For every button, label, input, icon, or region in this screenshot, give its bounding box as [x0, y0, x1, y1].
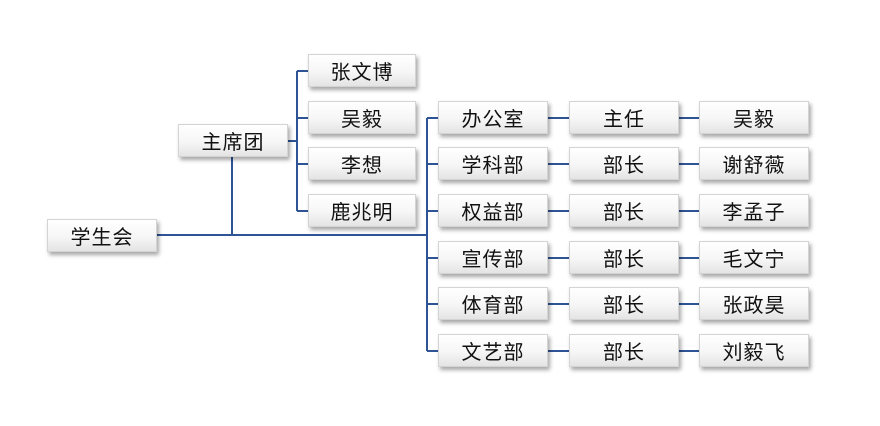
- position-title-node: 主任: [569, 101, 679, 134]
- department-node: 宣传部: [438, 241, 548, 274]
- position-title-node: 部长: [569, 334, 679, 367]
- position-title-node: 部长: [569, 194, 679, 227]
- position-title-node: 部长: [569, 287, 679, 320]
- department-node: 体育部: [438, 287, 548, 320]
- root-node: 学生会: [47, 219, 157, 252]
- person-node: 张政昊: [699, 287, 809, 320]
- department-node: 权益部: [438, 194, 548, 227]
- position-title-node: 部长: [569, 241, 679, 274]
- presidium-member: 张文博: [308, 54, 416, 87]
- presidium-node: 主席团: [178, 124, 288, 157]
- position-title-node: 部长: [569, 147, 679, 180]
- person-node: 毛文宁: [699, 241, 809, 274]
- presidium-member: 吴毅: [308, 101, 416, 134]
- person-node: 吴毅: [699, 101, 809, 134]
- person-node: 李孟子: [699, 194, 809, 227]
- department-node: 文艺部: [438, 334, 548, 367]
- presidium-member: 鹿兆明: [308, 194, 416, 227]
- person-node: 谢舒薇: [699, 147, 809, 180]
- person-node: 刘毅飞: [699, 334, 809, 367]
- department-node: 学科部: [438, 147, 548, 180]
- department-node: 办公室: [438, 101, 548, 134]
- presidium-member: 李想: [308, 147, 416, 180]
